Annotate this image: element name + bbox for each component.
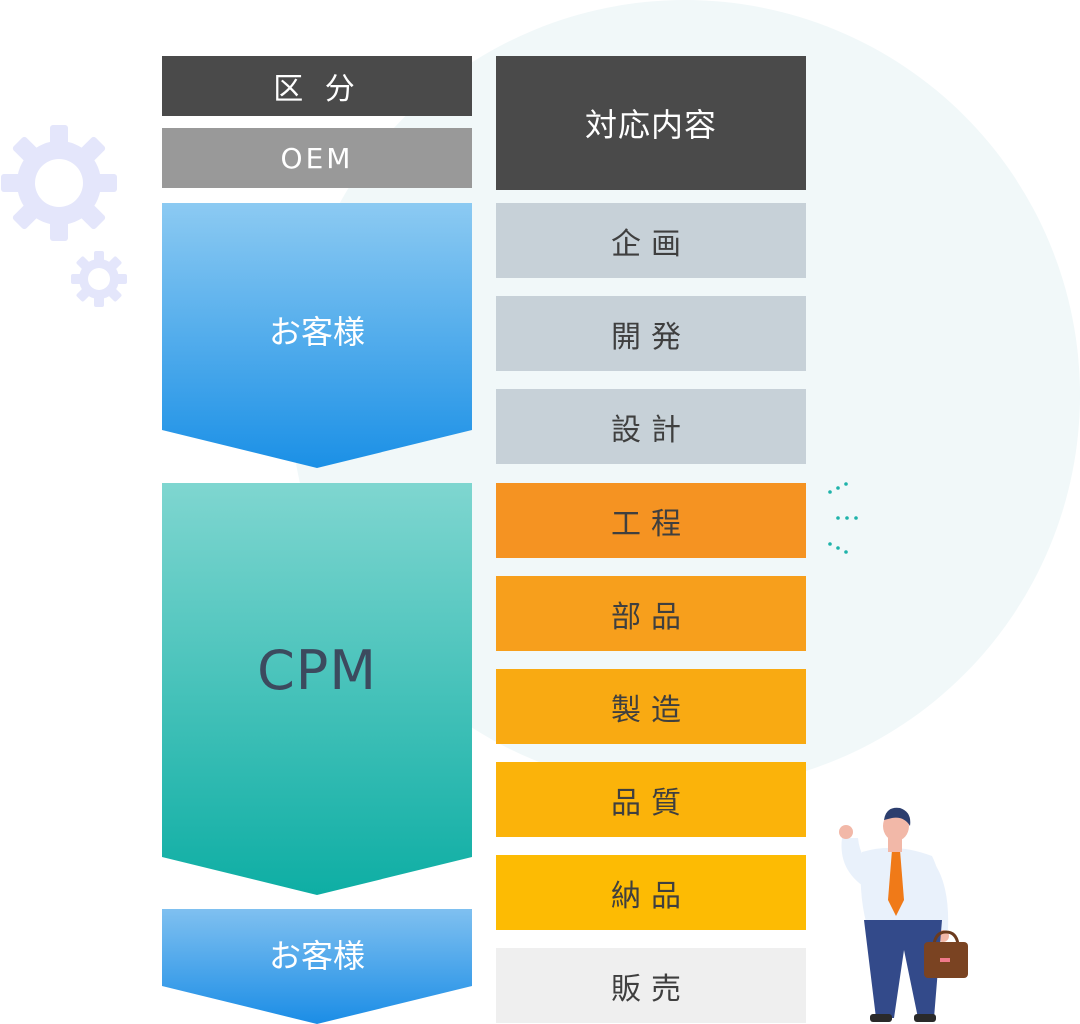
step-process: 工程 xyxy=(496,483,806,558)
category-header: 区 分 xyxy=(162,56,472,116)
step-sales: 販売 xyxy=(496,948,806,1023)
customer-arrow-bottom xyxy=(162,909,472,1024)
step-design: 設計 xyxy=(496,389,806,464)
step-planning: 企画 xyxy=(496,203,806,278)
step-development: 開発 xyxy=(496,296,806,371)
customer-arrow-top xyxy=(162,203,472,468)
step-parts: 部品 xyxy=(496,576,806,651)
gear-icon xyxy=(71,251,127,307)
cpm-arrow xyxy=(162,483,472,895)
content-header: 対応内容 xyxy=(496,56,806,190)
gear-icon xyxy=(1,125,117,241)
oem-label: OEM xyxy=(162,128,472,188)
customer-label-bottom: お客様 xyxy=(268,937,365,975)
customer-label-top: お客様 xyxy=(268,313,365,351)
step-quality: 品質 xyxy=(496,762,806,837)
step-manufacturing: 製造 xyxy=(496,669,806,744)
step-delivery: 納品 xyxy=(496,855,806,930)
cpm-label: CPM xyxy=(257,638,377,702)
